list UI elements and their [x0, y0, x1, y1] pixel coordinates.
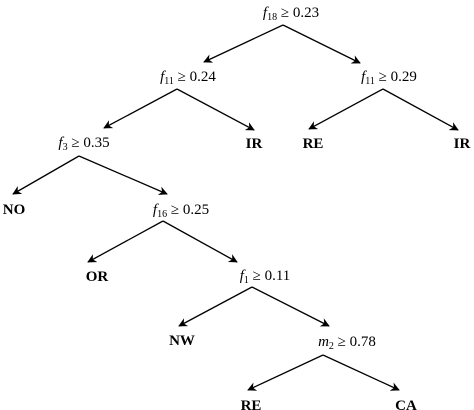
split-node-n10: f1 ≥ 0.11	[240, 268, 291, 286]
edge-arrow-n3-n8	[78, 155, 168, 195]
split-feature-subscript: 1	[244, 275, 249, 286]
leaf-node-n4: IR	[246, 136, 263, 152]
split-feature: f	[263, 5, 269, 21]
split-node-n2: f11 ≥ 0.29	[361, 69, 417, 87]
edge-arrow-n2-n5	[308, 88, 384, 130]
split-node-n8: f16 ≥ 0.25	[153, 202, 209, 220]
edge-arrow-n10-n12	[251, 286, 330, 327]
edge-arrow-n10-n11	[178, 286, 253, 327]
split-feature: m	[318, 334, 329, 350]
edge-arrow-n8-n9	[87, 220, 164, 263]
leaf-node-n5: RE	[303, 136, 324, 152]
split-threshold: ≥ 0.25	[167, 202, 209, 218]
split-threshold: ≥ 0.29	[375, 69, 417, 85]
split-feature-subscript: 18	[267, 12, 277, 23]
split-feature-subscript: 3	[63, 142, 68, 153]
split-node-n0: f18 ≥ 0.23	[263, 5, 319, 23]
split-feature: f	[240, 268, 246, 284]
leaf-node-n9: OR	[86, 269, 109, 285]
leaf-node-n7: NO	[3, 202, 26, 218]
split-threshold: ≥ 0.78	[334, 334, 376, 350]
split-feature-subscript: 11	[164, 76, 174, 87]
split-threshold: ≥ 0.35	[68, 135, 110, 151]
edge-arrow-n1-n3	[103, 88, 178, 129]
leaf-node-n13: RE	[241, 398, 262, 410]
tree-edges	[12, 24, 459, 391]
edge-arrow-n8-n10	[162, 220, 238, 263]
edge-arrow-n3-n7	[12, 155, 80, 195]
leaf-node-n14: CA	[395, 398, 417, 410]
split-feature: f	[153, 202, 159, 218]
split-feature: f	[361, 69, 367, 85]
edge-arrow-n0-n1	[203, 24, 284, 63]
split-node-n12: m2 ≥ 0.78	[318, 334, 376, 352]
split-feature: f	[160, 69, 166, 85]
edge-arrow-n12-n13	[247, 354, 324, 391]
split-feature-subscript: 11	[365, 76, 375, 87]
leaf-node-n6: IR	[454, 136, 471, 152]
edge-arrow-n12-n14	[322, 354, 400, 391]
edge-arrow-n0-n2	[282, 24, 361, 64]
split-threshold: ≥ 0.11	[249, 268, 290, 284]
edge-arrow-n1-n4	[176, 88, 255, 131]
split-node-n3: f3 ≥ 0.35	[58, 135, 109, 153]
split-threshold: ≥ 0.24	[174, 69, 216, 85]
edge-arrow-n2-n6	[382, 88, 459, 131]
split-feature-subscript: 2	[329, 341, 334, 352]
split-feature: f	[58, 135, 64, 151]
leaf-node-n11: NW	[169, 333, 195, 349]
split-feature-subscript: 16	[157, 209, 167, 220]
split-threshold: ≥ 0.23	[277, 5, 319, 21]
split-node-n1: f11 ≥ 0.24	[160, 69, 216, 87]
